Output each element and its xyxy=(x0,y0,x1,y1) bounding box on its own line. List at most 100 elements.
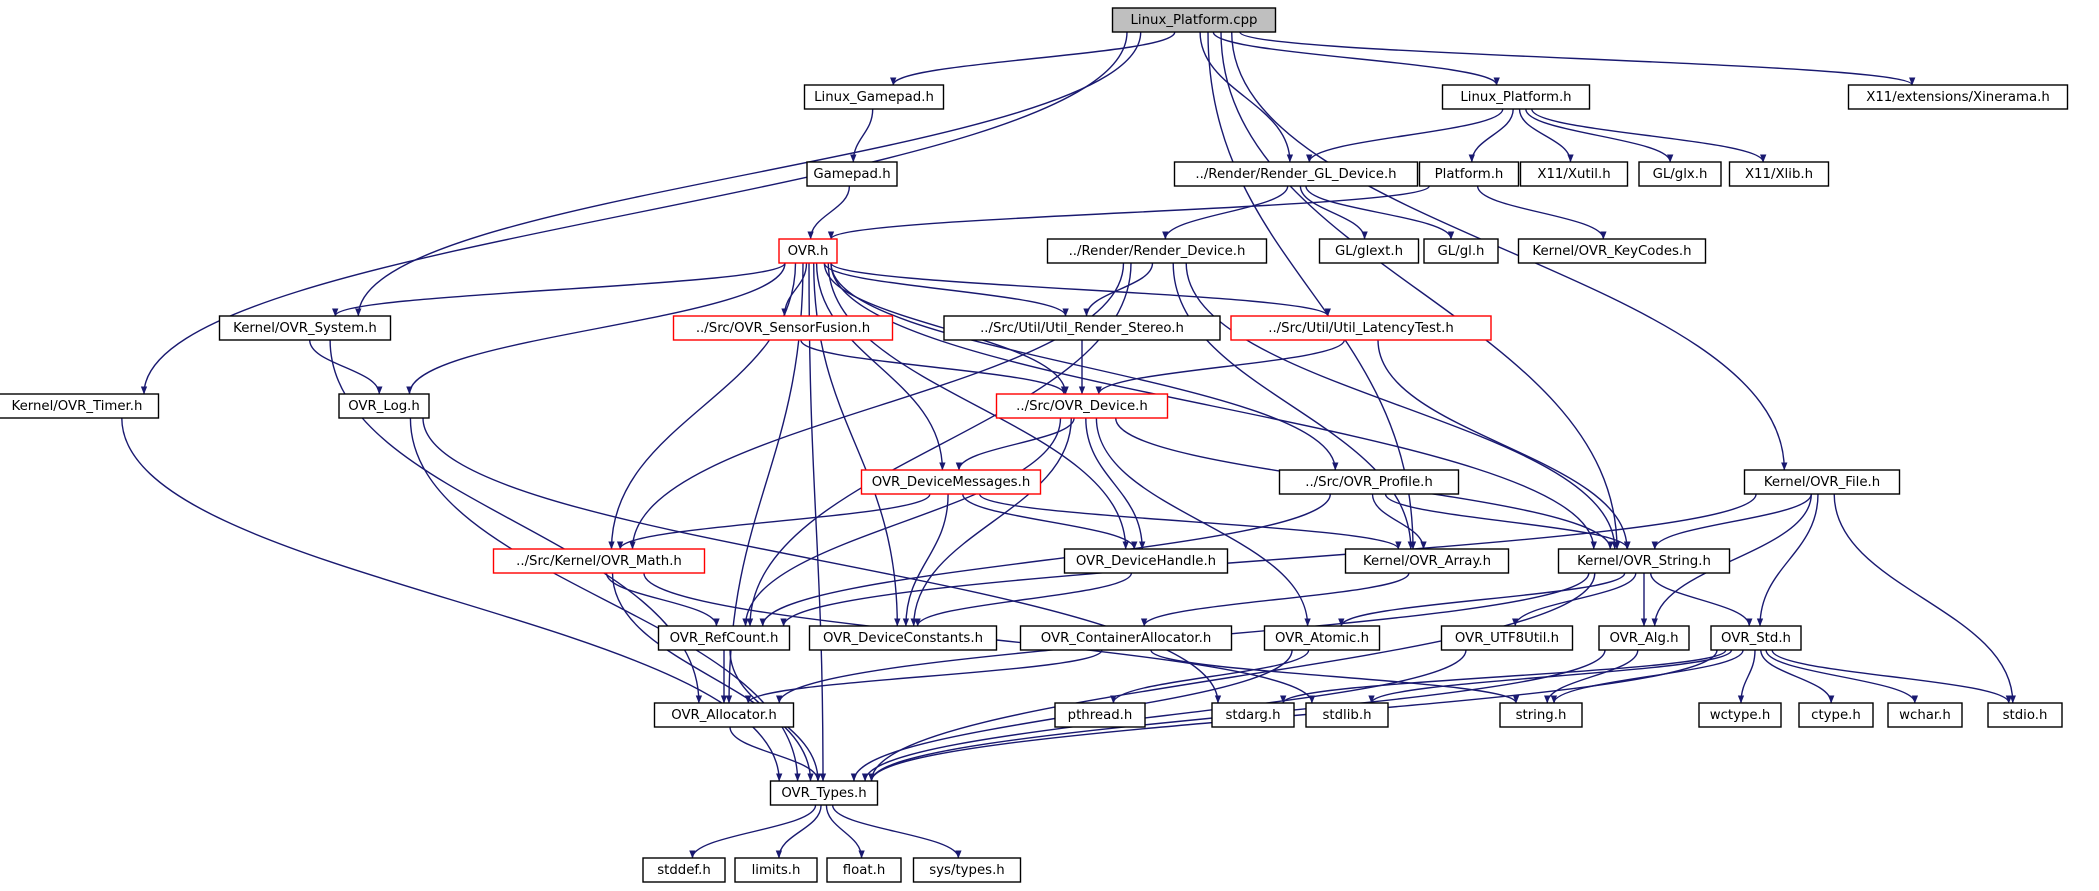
node-label: OVR_Atomic.h xyxy=(1275,631,1369,646)
node-label: float.h xyxy=(843,863,886,878)
node-ovr-types-h[interactable]: OVR_Types.h xyxy=(769,780,879,806)
node-box xyxy=(1063,548,1229,574)
edge-kernel_ovr_array_h-to-ovr_containerallocator_h xyxy=(1140,572,1410,627)
edge-ovr_std_h-to-stdlib_h xyxy=(1368,649,1733,704)
node-kernel-ovr-system-h[interactable]: Kernel/OVR_System.h xyxy=(218,315,392,341)
node-box xyxy=(1887,702,1963,728)
node-box xyxy=(657,625,791,651)
node-kernel-ovr-string-h[interactable]: Kernel/OVR_String.h xyxy=(1557,548,1731,574)
edge-ovr_std_h-to-string_h xyxy=(1550,649,1744,704)
node-ovr-log-h[interactable]: OVR_Log.h xyxy=(338,393,430,419)
node-kernel-ovr-file-h[interactable]: Kernel/OVR_File.h xyxy=(1743,469,1901,495)
edge-kernel_ovr_file_h-to-ovr_alg_h xyxy=(1651,493,1812,627)
node-string-h: string.h xyxy=(1499,702,1583,728)
edge-ovr_h-to-ovr_profile_h xyxy=(830,262,1339,471)
node-ovr-refcount-h[interactable]: OVR_RefCount.h xyxy=(657,625,791,651)
node-gl-glx-h: GL/glx.h xyxy=(1638,161,1722,187)
node-box xyxy=(1728,161,1830,187)
edge-ovr_std_h-to-wchar_h xyxy=(1765,649,1919,704)
edge-util_latencytest_h-to-ovr_device_h xyxy=(1095,339,1345,395)
node-label: OVR_UTF8Util.h xyxy=(1455,631,1559,646)
edge-linux_platform_h-to-x11_xutil_h xyxy=(1518,108,1574,163)
node-render-device-h[interactable]: ../Render/Render_Device.h xyxy=(1046,238,1268,264)
node-box xyxy=(1798,702,1874,728)
node-gl-glext-h: GL/glext.h xyxy=(1318,238,1420,264)
edge-ovr_device_h-to-ovr_devicehandle_h xyxy=(1085,417,1146,550)
node-kernel-ovr-timer-h[interactable]: Kernel/OVR_Timer.h xyxy=(0,393,160,419)
node-kernel-ovr-array-h[interactable]: Kernel/OVR_Array.h xyxy=(1344,548,1510,574)
node-label: limits.h xyxy=(752,863,801,878)
node-limits-h: limits.h xyxy=(734,857,818,883)
node-ovr-sensorfusion-h[interactable]: ../Src/OVR_SensorFusion.h xyxy=(672,315,894,341)
node-ovr-std-h[interactable]: OVR_Std.h xyxy=(1710,625,1802,651)
node-box xyxy=(1318,238,1420,264)
node-ovr-profile-h[interactable]: ../Src/OVR_Profile.h xyxy=(1278,469,1460,495)
node-ovr-containerallocator-h[interactable]: OVR_ContainerAllocator.h xyxy=(1019,625,1233,651)
node-ctype-h: ctype.h xyxy=(1798,702,1874,728)
node-box xyxy=(912,857,1022,883)
edge-kernel_ovr_math_h-to-ovr_refcount_h xyxy=(605,572,720,627)
node-label: OVR_RefCount.h xyxy=(670,631,779,646)
node-label: GL/glx.h xyxy=(1653,167,1708,182)
node-float-h: float.h xyxy=(826,857,902,883)
node-linux-platform-cpp[interactable]: Linux_Platform.cpp xyxy=(1111,7,1277,33)
edge-ovr_profile_h-to-kernel_ovr_array_h xyxy=(1371,493,1427,550)
node-box xyxy=(769,780,879,806)
edges-layer xyxy=(121,31,2016,859)
node-stdlib-h: stdlib.h xyxy=(1305,702,1389,728)
edge-ovr_types_h-to-stddef_h xyxy=(689,804,817,859)
node-box xyxy=(1019,625,1233,651)
node-box xyxy=(492,548,706,574)
node-ovr-h[interactable]: OVR.h xyxy=(778,238,838,264)
node-box xyxy=(734,857,818,883)
edge-kernel_ovr_file_h-to-stdio_h xyxy=(1833,493,2016,704)
node-kernel-ovr-math-h[interactable]: ../Src/Kernel/OVR_Math.h xyxy=(492,548,706,574)
node-label: X11/Xlib.h xyxy=(1745,167,1813,182)
node-box xyxy=(1173,161,1419,187)
node-box xyxy=(1423,238,1499,264)
node-ovr-devicemessages-h[interactable]: OVR_DeviceMessages.h xyxy=(860,469,1042,495)
node-render-gl-device-h[interactable]: ../Render/Render_GL_Device.h xyxy=(1173,161,1419,187)
node-label: Gamepad.h xyxy=(813,167,890,182)
node-ovr-utf8util-h[interactable]: OVR_UTF8Util.h xyxy=(1440,625,1574,651)
node-box xyxy=(642,857,726,883)
node-label: Kernel/OVR_File.h xyxy=(1764,475,1880,490)
edge-ovr_h-to-ovr_types_h xyxy=(808,262,827,782)
node-util-render-stereo-h[interactable]: ../Src/Util/Util_Render_Stereo.h xyxy=(943,315,1221,341)
node-linux-gamepad-h[interactable]: Linux_Gamepad.h xyxy=(803,84,945,110)
node-box xyxy=(806,161,898,187)
edge-linux_platform_cpp-to-linux_platform_h xyxy=(1212,31,1500,86)
node-label: OVR_DeviceMessages.h xyxy=(872,475,1031,490)
edge-kernel_ovr_system_h-to-ovr_log_h xyxy=(309,339,383,395)
node-ovr-device-h[interactable]: ../Src/OVR_Device.h xyxy=(995,393,1169,419)
node-box xyxy=(1557,548,1731,574)
edge-render_device_h-to-kernel_ovr_array_h xyxy=(1172,262,1414,550)
node-ovr-deviceconstants-h[interactable]: OVR_DeviceConstants.h xyxy=(808,625,998,651)
node-box xyxy=(672,315,894,341)
node-label: string.h xyxy=(1516,708,1567,723)
node-ovr-devicehandle-h[interactable]: OVR_DeviceHandle.h xyxy=(1063,548,1229,574)
edge-ovr_device_h-to-ovr_refcount_h xyxy=(742,417,1062,627)
edge-ovr_std_h-to-stdio_h xyxy=(1771,649,2013,704)
node-label: ../Src/Util/Util_LatencyTest.h xyxy=(1268,321,1454,336)
edge-render_device_h-to-kernel_ovr_string_h xyxy=(1185,262,1618,550)
node-linux-platform-h[interactable]: Linux_Platform.h xyxy=(1441,84,1591,110)
edge-ovr_types_h-to-sys_types_h xyxy=(831,804,962,859)
node-label: stdarg.h xyxy=(1225,708,1280,723)
node-label: OVR_Alg.h xyxy=(1609,631,1678,646)
node-ovr-alg-h[interactable]: OVR_Alg.h xyxy=(1598,625,1690,651)
edge-linux_platform_cpp-to-kernel_ovr_system_h xyxy=(355,31,1142,317)
node-label: Linux_Gamepad.h xyxy=(814,90,934,105)
node-util-latencytest-h[interactable]: ../Src/Util/Util_LatencyTest.h xyxy=(1230,315,1492,341)
edge-ovr_h-to-kernel_ovr_system_h xyxy=(332,262,786,317)
node-label: Kernel/OVR_KeyCodes.h xyxy=(1532,244,1691,259)
node-ovr-allocator-h[interactable]: OVR_Allocator.h xyxy=(653,702,795,728)
node-platform-h[interactable]: Platform.h xyxy=(1418,161,1520,187)
node-box xyxy=(218,315,392,341)
node-gamepad-h[interactable]: Gamepad.h xyxy=(806,161,898,187)
node-label: ../Render/Render_GL_Device.h xyxy=(1195,167,1396,182)
node-label: X11/extensions/Xinerama.h xyxy=(1866,90,2050,105)
node-kernel-ovr-keycodes-h[interactable]: Kernel/OVR_KeyCodes.h xyxy=(1517,238,1707,264)
node-ovr-atomic-h[interactable]: OVR_Atomic.h xyxy=(1263,625,1381,651)
